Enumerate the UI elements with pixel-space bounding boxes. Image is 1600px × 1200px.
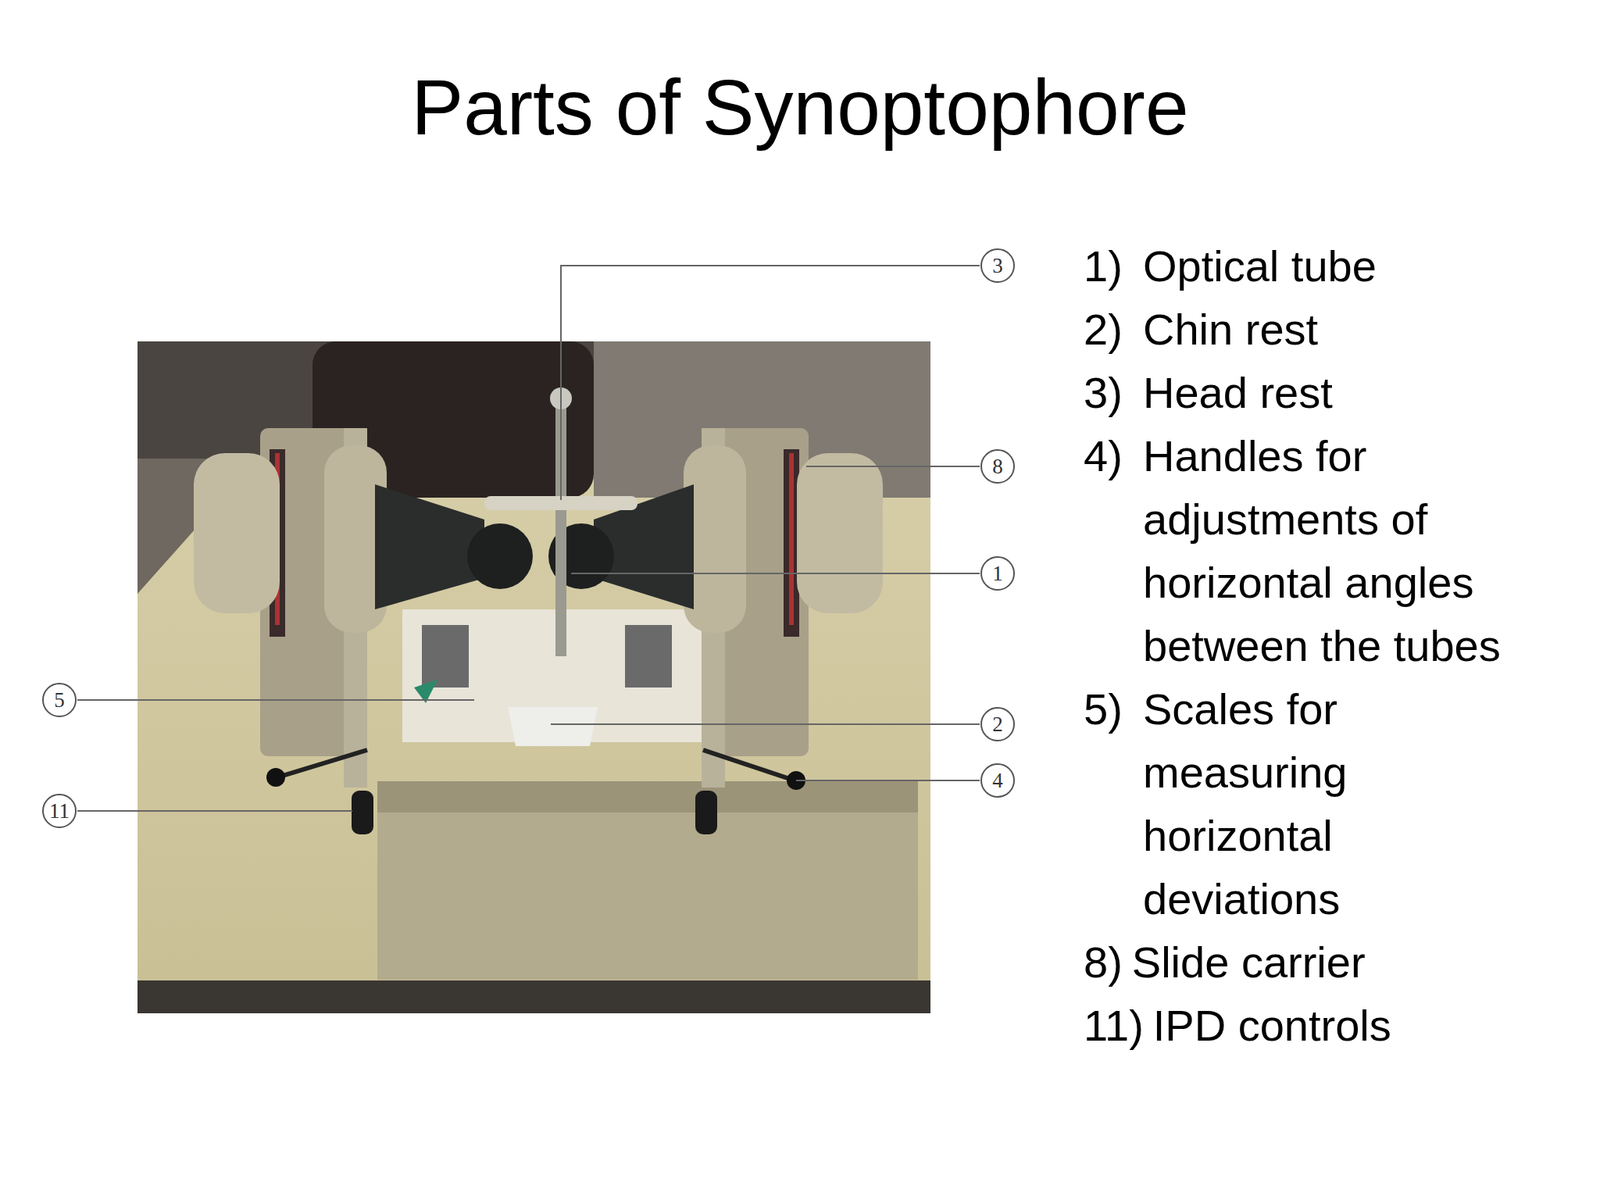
callout-circle: 3 <box>980 248 1015 283</box>
list-item: 3)Head rest <box>1083 360 1596 425</box>
part-name: Handles for adjustments of horizontal an… <box>1142 424 1594 678</box>
item-number: 1) <box>1083 234 1143 298</box>
part-name: Optical tube <box>1142 234 1377 298</box>
list-item: 11)IPD controls <box>1083 993 1596 1058</box>
list-item: 5)Scales for measuring horizontal deviat… <box>1083 677 1596 931</box>
part-name: Chin rest <box>1142 297 1318 361</box>
callout-number: 2 <box>992 714 1004 736</box>
item-number: 5) <box>1083 677 1143 741</box>
callout-circle: 4 <box>980 763 1015 798</box>
callout-circle: 8 <box>980 449 1015 484</box>
item-number: 8) <box>1083 930 1123 994</box>
callout-circle: 5 <box>42 682 77 718</box>
callout-circle: 1 <box>980 556 1015 591</box>
item-number: 3) <box>1083 360 1143 425</box>
callout-number: 4 <box>992 770 1004 792</box>
item-number: 4) <box>1083 424 1143 488</box>
list-item: 2)Chin rest <box>1083 297 1596 361</box>
callout-number: 1 <box>992 563 1004 585</box>
parts-list: 1)Optical tube2)Chin rest3)Head rest4)Ha… <box>1083 234 1596 1058</box>
callout-number: 8 <box>992 456 1004 478</box>
slide-title: Parts of Synoptophore <box>0 56 1600 158</box>
callout-circle: 2 <box>980 707 1015 742</box>
list-item: 1)Optical tube <box>1083 234 1596 298</box>
part-name: Scales for measuring horizontal deviatio… <box>1142 677 1401 931</box>
list-item: 8)Slide carrier <box>1083 930 1596 994</box>
part-name: Slide carrier <box>1132 930 1366 994</box>
item-number: 2) <box>1083 297 1143 361</box>
part-name: Head rest <box>1142 360 1333 425</box>
callout-number: 11 <box>49 800 70 822</box>
list-item: 4)Handles for adjustments of horizontal … <box>1083 424 1596 678</box>
part-name: IPD controls <box>1153 993 1392 1058</box>
callout-number: 3 <box>992 255 1004 277</box>
callout-number: 5 <box>53 689 65 711</box>
item-number: 11) <box>1083 993 1144 1058</box>
callout-circle: 11 <box>42 793 77 829</box>
